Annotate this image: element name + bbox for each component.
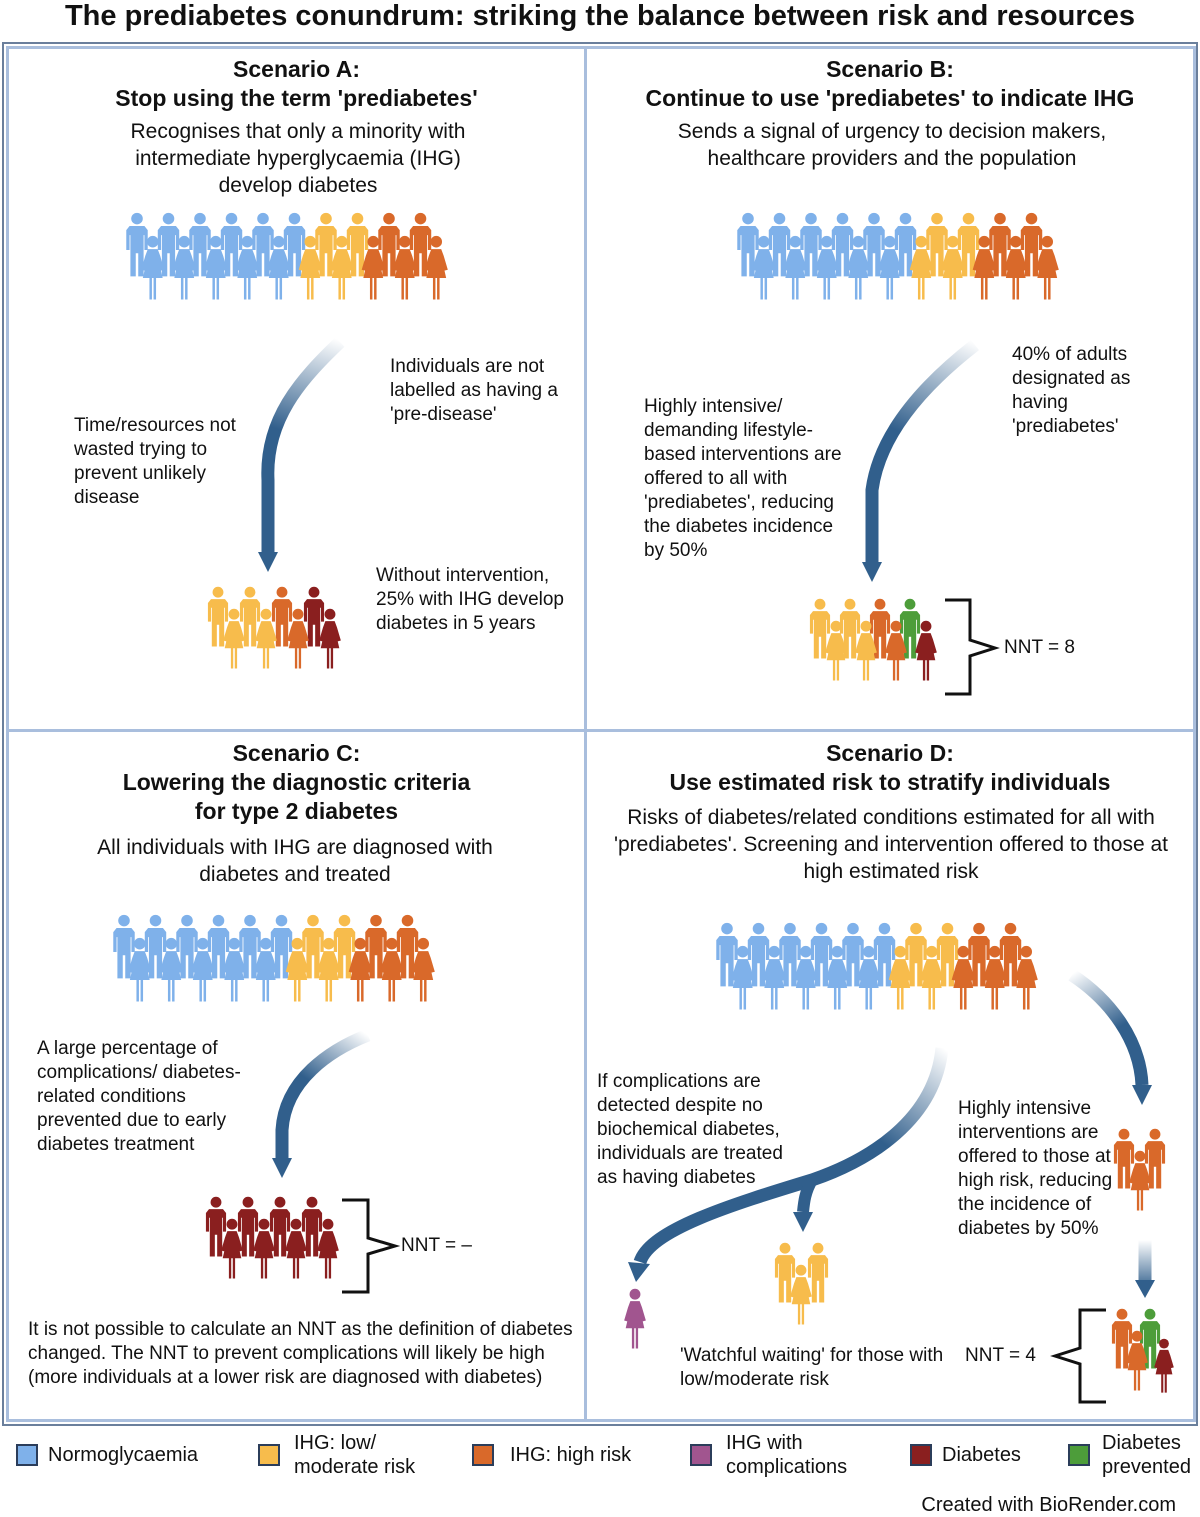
- scenario-a-description: Recognises that only a minority with int…: [130, 120, 466, 197]
- scenario-d-nnt: NNT = 4: [965, 1345, 1036, 1366]
- legend-label-diabetes-prevented: Diabetes prevented: [1102, 1432, 1191, 1478]
- scenario-c-note-left: A large percentage of complications/ dia…: [37, 1038, 241, 1155]
- legend-swatch-diabetes-prevented: [1068, 1444, 1090, 1466]
- legend-swatch-normoglycaemia: [16, 1444, 38, 1466]
- scenario-a-title: Stop using the term 'prediabetes': [115, 85, 478, 111]
- legend-label-ihg-high: IHG: high risk: [510, 1444, 632, 1466]
- scenario-b-note-left: Highly intensive/ demanding lifestyle-ba…: [644, 396, 842, 561]
- figure-title: The prediabetes conundrum: striking the …: [64, 0, 1136, 32]
- scenario-b-description: Sends a signal of urgency to decision ma…: [677, 120, 1107, 170]
- scenario-b-title: Continue to use 'prediabetes' to indicat…: [645, 85, 1135, 111]
- legend-swatch-ihg-high: [472, 1444, 494, 1466]
- legend-label-normoglycaemia: Normoglycaemia: [48, 1444, 199, 1466]
- panel-scenario-d: [584, 729, 1196, 1422]
- scenario-b-heading: Scenario B: Continue to use 'prediabetes…: [584, 55, 1196, 113]
- scenario-b-note-right: 40% of adults designated as having 'pred…: [1012, 344, 1131, 437]
- scenario-d-heading: Scenario D: Use estimated risk to strati…: [584, 739, 1196, 797]
- legend-label-ihg-low: IHG: low/ moderate risk: [294, 1432, 416, 1478]
- scenario-a-note-bottom: Without intervention, 25% with IHG devel…: [376, 565, 564, 634]
- scenario-c-title-1: Lowering the diagnostic criteria: [122, 769, 471, 795]
- scenario-b-nnt: NNT = 8: [1004, 637, 1075, 658]
- scenario-c-title-2: for type 2 diabetes: [194, 798, 399, 824]
- scenario-d-label: Scenario D:: [826, 740, 954, 766]
- scenario-a-note-right: Individuals are not labelled as having a…: [390, 356, 558, 425]
- scenario-c-nnt: NNT = –: [401, 1235, 472, 1256]
- legend-swatch-diabetes: [910, 1444, 932, 1466]
- legend-label-diabetes: Diabetes: [942, 1444, 1021, 1466]
- scenario-b-label: Scenario B:: [826, 56, 954, 82]
- scenario-c-description: All individuals with IHG are diagnosed w…: [97, 836, 493, 886]
- scenario-c-heading: Scenario C: Lowering the diagnostic crit…: [6, 739, 587, 826]
- scenario-d-description: Risks of diabetes/related conditions est…: [613, 806, 1168, 883]
- scenario-d-title: Use estimated risk to stratify individua…: [669, 769, 1111, 795]
- scenario-a-note-left: Time/resources not wasted trying to prev…: [74, 415, 236, 508]
- scenario-c-label: Scenario C:: [232, 740, 361, 766]
- scenario-d-note-right: Highly intensive interventions are offer…: [958, 1098, 1113, 1239]
- scenario-d-note-left: If complications are detected despite no…: [597, 1071, 783, 1188]
- scenario-a-heading: Scenario A: Stop using the term 'prediab…: [6, 55, 587, 113]
- biorender-credit: Created with BioRender.com: [921, 1494, 1176, 1516]
- scenario-a-label: Scenario A:: [233, 56, 360, 82]
- scenario-c-note-bottom: It is not possible to calculate an NNT a…: [28, 1319, 573, 1388]
- scenario-d-note-bottom: 'Watchful waiting' for those with low/mo…: [680, 1345, 944, 1390]
- legend-swatch-ihg-complications: [690, 1444, 712, 1466]
- legend-swatch-ihg-low: [258, 1444, 280, 1466]
- legend-label-ihg-complications: IHG with complications: [726, 1432, 848, 1478]
